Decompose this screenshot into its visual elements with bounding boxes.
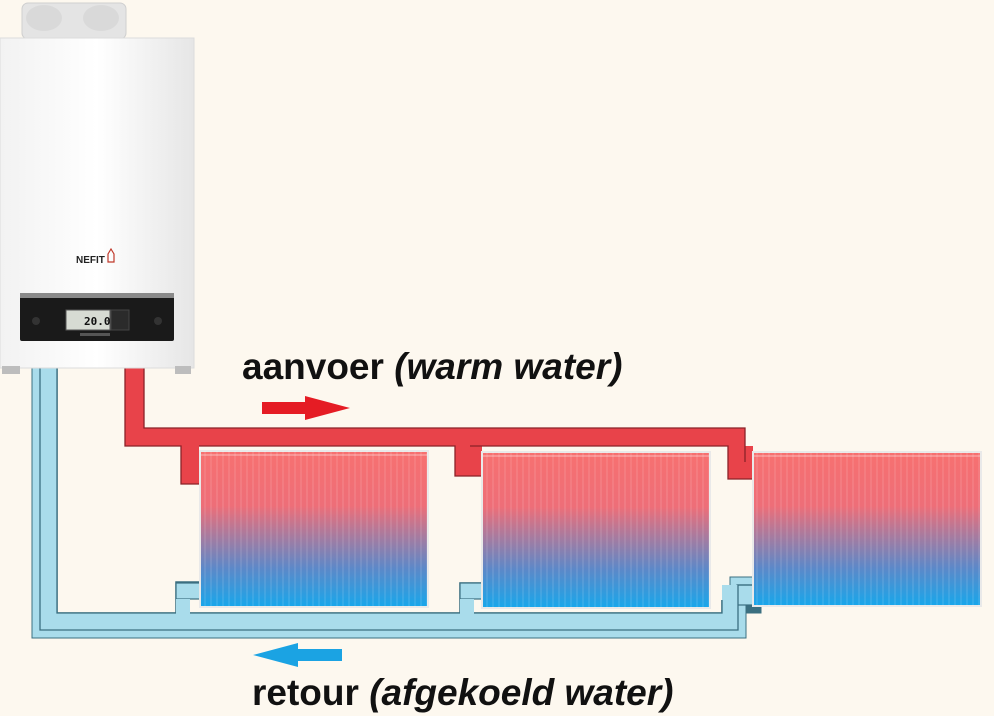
radiator-1: [199, 450, 429, 608]
supply-pipe-riser: [125, 368, 144, 446]
supply-arrow-icon: [262, 396, 350, 420]
boiler-brand: NEFIT: [76, 255, 105, 266]
return-label: retour (afgekoeld water): [252, 672, 673, 714]
display-screen: [65, 309, 111, 331]
boiler: NEFIT 20.0°: [0, 2, 195, 374]
radiator-3: [752, 451, 982, 607]
return-label-main: retour: [252, 672, 359, 713]
supply-label: aanvoer (warm water): [242, 346, 622, 388]
return-label-detail: (afgekoeld water): [369, 672, 674, 713]
supply-label-main: aanvoer: [242, 346, 384, 387]
supply-pipe-main: [125, 428, 745, 446]
return-arrow-icon: [253, 643, 342, 667]
display-value: 20.0°: [84, 315, 117, 328]
radiator-2: [481, 451, 711, 609]
flame-icon: [107, 247, 115, 263]
supply-label-detail: (warm water): [394, 346, 623, 387]
